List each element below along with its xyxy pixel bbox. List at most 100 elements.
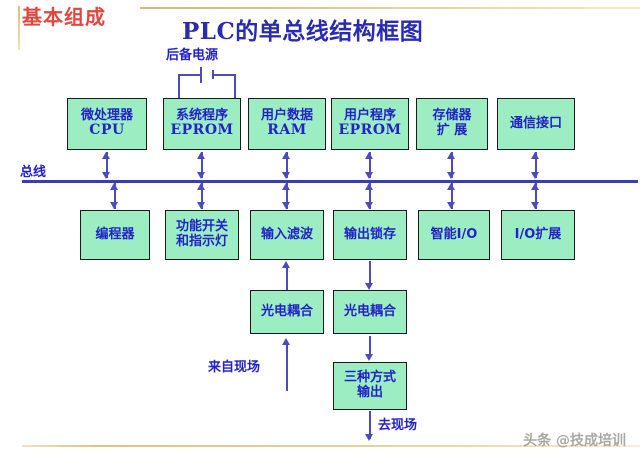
block-three-mode-output-line1: 三种方式 <box>343 370 396 386</box>
connector-bus-programmer <box>114 183 116 209</box>
connector-field-to-optocoupler <box>286 345 288 391</box>
bus-line <box>22 180 638 183</box>
connector-optocoupler-input-filter <box>286 266 288 290</box>
arrow-programmer-up <box>110 183 118 190</box>
block-output-latch[interactable]: 输出锁存 <box>333 210 407 260</box>
arrow-system-program-down <box>197 172 205 179</box>
block-communication-interface[interactable]: 通信接口 <box>497 98 575 150</box>
bus-label: 总线 <box>20 165 47 180</box>
arrow-optocoupler-to-three-mode <box>365 354 373 361</box>
arrow-user-program-up <box>365 152 373 159</box>
block-cpu-line1: 微处理器 <box>80 107 133 123</box>
arrow-cpu-down <box>102 172 110 179</box>
watermark: 头条 @技成培训 <box>523 433 626 449</box>
block-user-program-eprom[interactable]: 用户程序 EPROM <box>331 98 409 150</box>
connector-output-latch-optocoupler <box>369 261 371 285</box>
battery-leg-left <box>178 74 180 98</box>
block-function-switch[interactable]: 功能开关 和指示灯 <box>165 210 239 260</box>
gold-top-rule <box>140 7 640 9</box>
arrow-three-mode-to-field <box>365 434 373 441</box>
block-memory-expansion-line1: 存储器 <box>432 108 472 124</box>
gold-bottom-rule <box>22 445 640 447</box>
arrow-ram-up <box>282 152 290 159</box>
connector-bus-function-switch <box>201 183 203 209</box>
page-title: PLC的单总线结构框图 <box>182 18 424 45</box>
arrow-output-latch-up <box>365 183 373 190</box>
block-memory-expansion[interactable]: 存储器 扩 展 <box>416 98 488 150</box>
arrow-ram-down <box>282 172 290 179</box>
connector-system-program-bus <box>201 152 203 178</box>
arrow-communication-down <box>531 172 539 179</box>
arrow-memory-expansion-down <box>447 172 455 179</box>
to-field-label: 去现场 <box>378 418 418 433</box>
block-programmer-line1: 编程器 <box>95 226 135 242</box>
block-system-program[interactable]: 系统程序 EPROM <box>163 98 241 150</box>
arrow-input-filter-up <box>282 183 290 190</box>
arrow-output-latch-to-optocoupler <box>365 283 373 290</box>
block-optocoupler-input-line1: 光电耦合 <box>260 303 313 319</box>
block-three-mode-output[interactable]: 三种方式 输出 <box>333 362 407 410</box>
arrow-user-program-down <box>365 172 373 179</box>
block-optocoupler-input[interactable]: 光电耦合 <box>250 290 324 334</box>
arrow-input-filter-down <box>282 202 290 209</box>
block-function-switch-line1: 功能开关 <box>175 219 228 235</box>
connector-cpu-bus <box>106 152 108 178</box>
block-user-data-ram-line2: RAM <box>267 122 307 139</box>
arrow-io-expansion-down <box>531 202 539 209</box>
battery-plate-short <box>212 70 214 79</box>
battery-plate-long <box>200 67 202 83</box>
arrow-optocoupler-to-input-filter <box>282 261 290 268</box>
block-smart-io[interactable]: 智能I/O <box>418 210 490 260</box>
arrow-io-expansion-up <box>531 183 539 190</box>
connector-bus-output-latch <box>369 183 371 209</box>
block-input-filter-line1: 输入滤波 <box>260 226 313 242</box>
from-field-label: 来自现场 <box>208 360 261 375</box>
battery-leg-right <box>234 74 236 98</box>
block-optocoupler-output[interactable]: 光电耦合 <box>333 290 407 334</box>
connector-bus-smart-io <box>451 183 453 209</box>
block-three-mode-output-line2: 输出 <box>356 385 383 400</box>
arrow-programmer-down <box>110 202 118 209</box>
connector-user-program-bus <box>369 152 371 178</box>
arrow-output-latch-down <box>365 202 373 209</box>
connector-bus-io-expansion <box>535 183 537 209</box>
arrow-system-program-up <box>197 152 205 159</box>
section-label: 基本组成 <box>22 5 106 29</box>
block-function-switch-line2: 和指示灯 <box>175 234 228 249</box>
arrow-function-switch-down <box>197 202 205 209</box>
block-input-filter[interactable]: 输入滤波 <box>250 210 324 260</box>
block-communication-interface-line1: 通信接口 <box>509 115 562 131</box>
block-output-latch-line1: 输出锁存 <box>343 226 396 242</box>
connector-ram-bus <box>286 152 288 178</box>
arrow-smart-io-up <box>447 183 455 190</box>
block-memory-expansion-line2: 扩 展 <box>436 123 468 138</box>
block-programmer[interactable]: 编程器 <box>80 210 150 260</box>
connector-memory-expansion-bus <box>451 152 453 178</box>
arrow-cpu-up <box>102 152 110 159</box>
block-user-program-eprom-line2: EPROM <box>338 122 402 139</box>
block-user-program-eprom-line1: 用户程序 <box>343 107 396 123</box>
arrow-function-switch-up <box>197 183 205 190</box>
block-smart-io-line1: 智能I/O <box>430 226 478 242</box>
gold-vertical-rule <box>18 6 20 50</box>
connector-three-mode-to-field <box>369 411 371 439</box>
arrow-memory-expansion-up <box>447 152 455 159</box>
block-system-program-line1: 系统程序 <box>175 107 228 123</box>
block-cpu-line2: CPU <box>89 122 125 139</box>
block-user-data-ram-line1: 用户数据 <box>260 107 313 123</box>
connector-communication-bus <box>535 152 537 178</box>
block-system-program-line2: EPROM <box>170 122 234 139</box>
block-io-expansion[interactable]: I/O扩展 <box>501 210 575 260</box>
arrow-field-to-optocoupler <box>282 338 290 345</box>
arrow-communication-up <box>531 152 539 159</box>
battery-right-rail <box>214 74 236 76</box>
block-cpu[interactable]: 微处理器 CPU <box>67 98 147 150</box>
block-optocoupler-output-line1: 光电耦合 <box>343 303 396 319</box>
arrow-smart-io-down <box>447 202 455 209</box>
backup-power-label: 后备电源 <box>166 48 219 63</box>
battery-left-rail <box>178 74 200 76</box>
block-io-expansion-line1: I/O扩展 <box>514 226 562 242</box>
block-user-data-ram[interactable]: 用户数据 RAM <box>248 98 326 150</box>
connector-bus-input-filter <box>286 183 288 209</box>
